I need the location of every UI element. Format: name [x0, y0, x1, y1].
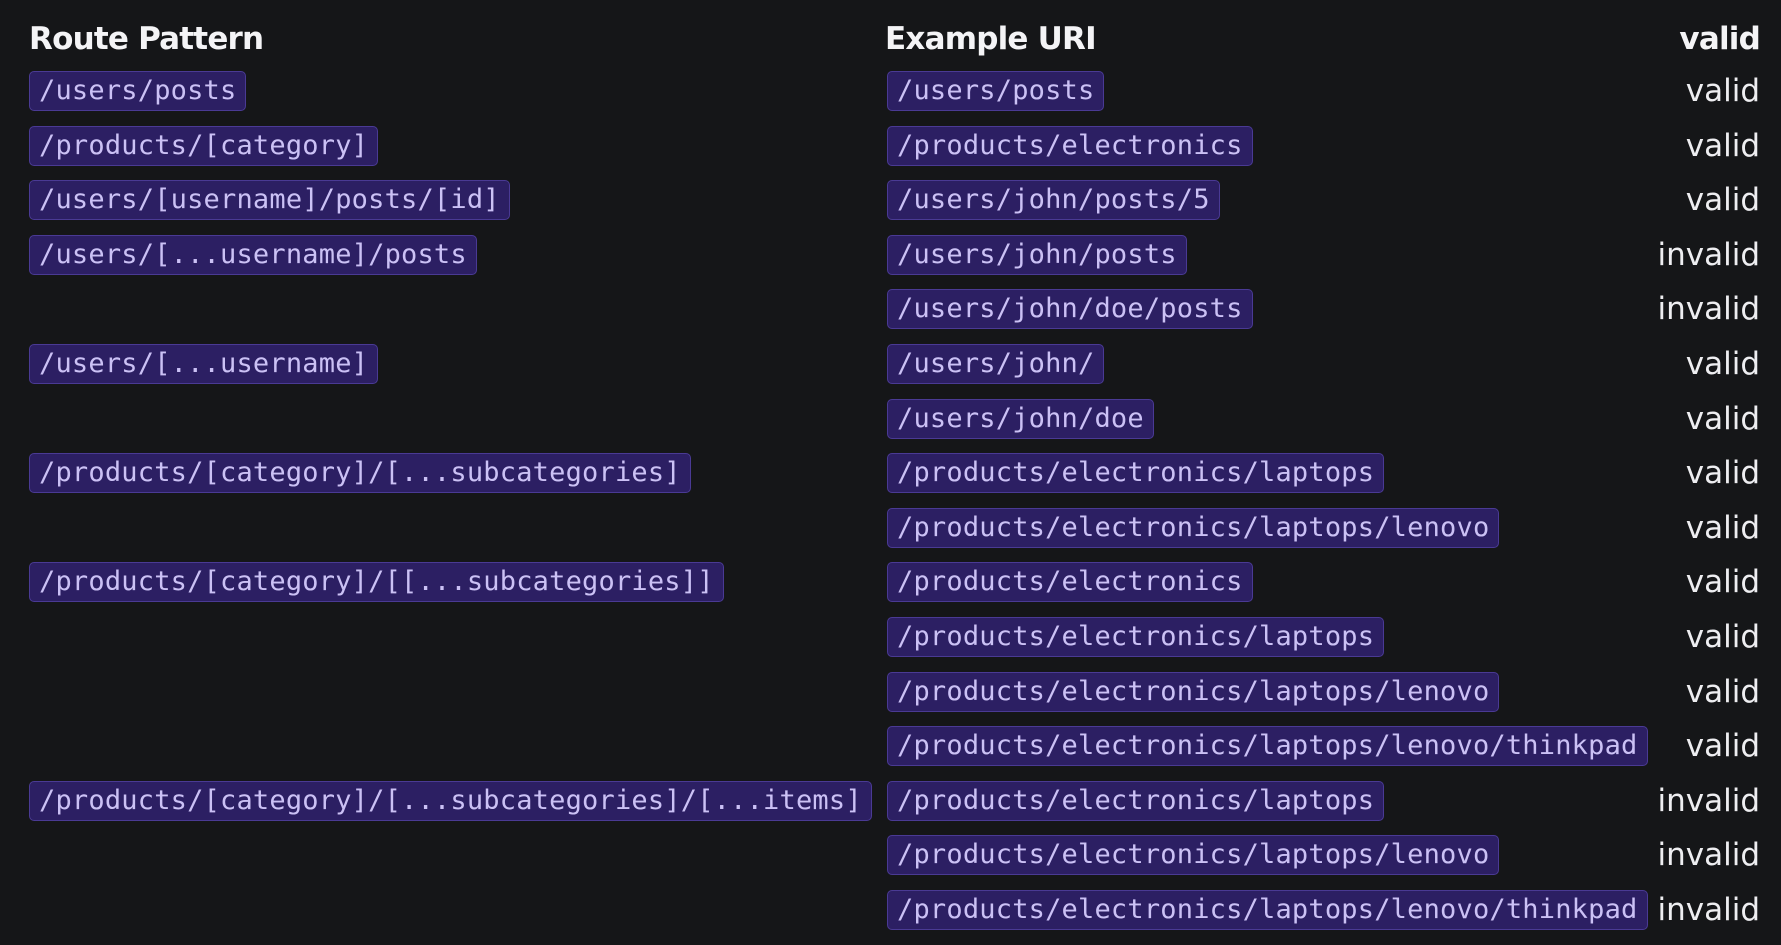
example-uri-code: /products/electronics: [887, 125, 1253, 166]
route-pattern-code: /products/[category]/[...subcategories]/…: [29, 780, 872, 821]
example-uri-code: /users/john/doe/posts: [887, 289, 1253, 330]
example-uri-code: /products/electronics/laptops/lenovo/thi…: [887, 726, 1648, 767]
validity-status: valid: [1685, 345, 1760, 382]
table-row: /products/electronics/laptops/lenovo val…: [29, 501, 1760, 556]
validity-status: valid: [1685, 455, 1760, 492]
route-pattern-code: /users/[username]/posts/[id]: [29, 180, 510, 221]
table-row: /products/[category]/[...subcategories]/…: [29, 774, 1760, 829]
route-pattern-code: /products/[category]/[[...subcategories]…: [29, 562, 724, 603]
example-uri-code: /products/electronics: [887, 562, 1253, 603]
example-uri-code: /products/electronics/laptops/lenovo: [887, 507, 1500, 548]
example-uri-code: /products/electronics/laptops/lenovo: [887, 835, 1500, 876]
validity-status: valid: [1685, 673, 1760, 710]
table-row: /users/[username]/posts/[id] /users/john…: [29, 173, 1760, 228]
table-row: /products/[category] /products/electroni…: [29, 119, 1760, 174]
route-pattern-code: /products/[category]/[...subcategories]: [29, 453, 691, 494]
validity-status: valid: [1685, 73, 1760, 109]
example-uri-code: /products/electronics/laptops: [887, 780, 1385, 821]
example-uri-code: /users/john/posts/5: [887, 180, 1220, 221]
route-pattern-code: /products/[category]: [29, 125, 379, 166]
table-row: /users/[...username] /users/john/ valid: [29, 337, 1760, 392]
table-row: /products/electronics/laptops/lenovo inv…: [29, 828, 1760, 883]
validity-status: valid: [1685, 728, 1760, 765]
example-uri-code: /products/electronics/laptops: [887, 453, 1385, 494]
example-uri-code: /products/electronics/laptops/lenovo/thi…: [887, 889, 1648, 930]
table-row: /users/posts /users/posts valid: [29, 64, 1760, 119]
example-uri-code: /products/electronics/laptops: [887, 616, 1385, 657]
validity-status: valid: [1685, 564, 1760, 601]
route-table: Route Pattern Example URI valid /users/p…: [29, 14, 1761, 938]
route-pattern-code: /users/[...username]: [29, 343, 379, 384]
validity-status: valid: [1685, 400, 1760, 437]
table-row: /products/electronics/laptops/lenovo/thi…: [29, 883, 1760, 938]
route-pattern-code: /users/posts: [29, 71, 247, 111]
validity-status: valid: [1685, 618, 1760, 655]
example-uri-code: /users/john/doe: [887, 398, 1154, 439]
validity-status: valid: [1685, 127, 1760, 164]
example-uri-code: /products/electronics/laptops/lenovo: [887, 671, 1500, 712]
validity-status: valid: [1685, 509, 1760, 546]
table-row: /users/john/doe/posts invalid: [29, 282, 1760, 337]
table-row: /users/john/doe valid: [29, 392, 1760, 447]
table-row: /products/electronics/laptops/lenovo/thi…: [29, 719, 1760, 774]
column-header-route-pattern: Route Pattern: [29, 21, 264, 57]
table-row: /products/[category]/[[...subcategories]…: [29, 555, 1760, 610]
table-row: /products/electronics/laptops/lenovo val…: [29, 665, 1760, 720]
validity-status: invalid: [1657, 837, 1760, 874]
validity-status: valid: [1685, 182, 1760, 219]
example-uri-code: /users/john/: [887, 343, 1105, 384]
example-uri-code: /users/posts: [887, 71, 1105, 111]
route-pattern-code: /users/[...username]/posts: [29, 234, 477, 275]
column-header-example-uri: Example URI: [885, 21, 1097, 57]
table-row: /users/[...username]/posts /users/john/p…: [29, 228, 1760, 283]
validity-status: invalid: [1657, 291, 1760, 328]
table-row: /products/[category]/[...subcategories] …: [29, 446, 1760, 501]
example-uri-code: /users/john/posts: [887, 234, 1187, 275]
table-row: /products/electronics/laptops valid: [29, 610, 1760, 665]
validity-status: invalid: [1657, 891, 1760, 928]
validity-status: invalid: [1657, 782, 1760, 819]
validity-status: invalid: [1657, 236, 1760, 273]
column-header-valid: valid: [1679, 21, 1760, 57]
table-header: Route Pattern Example URI valid: [29, 14, 1761, 64]
